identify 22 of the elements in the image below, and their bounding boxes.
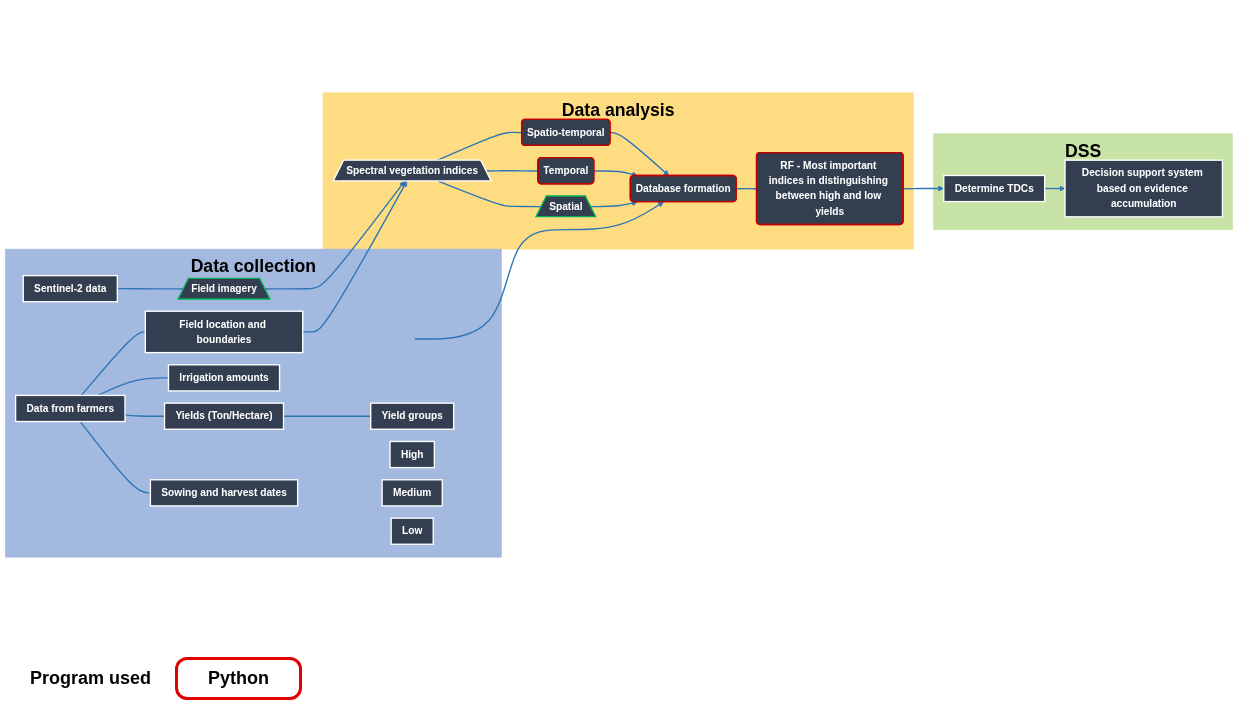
arrow: [302, 180, 408, 333]
arrow: [1044, 185, 1066, 192]
arrow: [593, 170, 638, 178]
node-box: Decision support system based on evidence accumulation: [1064, 159, 1224, 218]
node-box: Sowing and harvest dates: [149, 479, 299, 507]
legend-heading: Program used: [30, 667, 152, 689]
connector: [80, 331, 146, 397]
arrow: [264, 180, 405, 290]
node-box: Determine TDCs: [943, 174, 1046, 203]
arrow: [414, 201, 664, 340]
node-box: Data from farmers: [14, 394, 126, 423]
node-box: High: [389, 440, 435, 469]
node-box: Irrigation amounts: [167, 364, 281, 392]
node-box: Sentinel-2 data: [22, 274, 119, 303]
legend-entry: Python: [175, 656, 303, 700]
node-box: Yield groups: [370, 402, 455, 430]
arrow: [590, 200, 638, 208]
node-box: Yields (Ton/Hectare): [163, 402, 285, 430]
node-box: Field location and boundaries: [144, 310, 304, 354]
arrow: [609, 131, 670, 177]
node-box: Low: [390, 517, 434, 545]
node-box: Medium: [381, 479, 443, 507]
